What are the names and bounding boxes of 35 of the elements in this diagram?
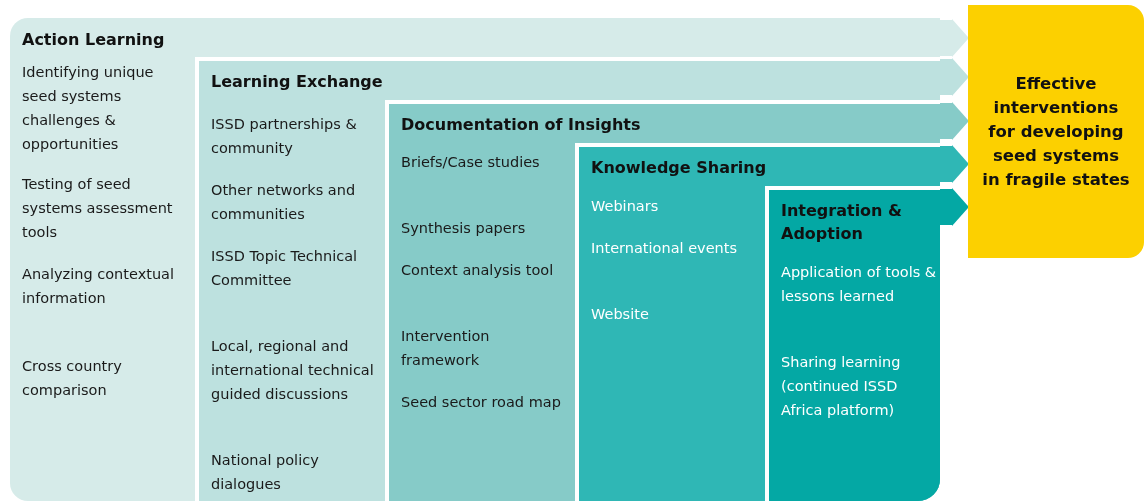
list-item: National policy dialogues bbox=[211, 451, 320, 494]
list-item: Application of tools & lessons learned bbox=[781, 263, 938, 306]
stage-panel bbox=[195, 57, 940, 501]
list-item: Seed sector road map bbox=[401, 393, 562, 412]
list-item: Identifying unique seed systems challenges & opportunities bbox=[22, 63, 155, 154]
stage-heading: Integration & Adoption bbox=[781, 200, 904, 245]
list-item: Website bbox=[591, 305, 650, 324]
list-item: Analyzing contextual information bbox=[22, 265, 175, 308]
list-item: ISSD partnerships & community bbox=[211, 115, 358, 158]
list-item: Sharing learning (continued ISSD Africa platform) bbox=[781, 353, 902, 420]
list-item: Other networks and communities bbox=[211, 181, 357, 224]
list-item: Context analysis tool bbox=[401, 261, 555, 280]
stage-panel bbox=[765, 186, 940, 501]
stage-heading: Knowledge Sharing bbox=[591, 157, 767, 179]
list-item: Briefs/Case studies bbox=[401, 153, 541, 172]
list-item: ISSD Topic Technical Committee bbox=[211, 247, 359, 290]
list-item: Synthesis papers bbox=[401, 219, 527, 238]
list-item: Cross country comparison bbox=[22, 357, 123, 400]
arrow bbox=[940, 188, 969, 226]
arrow bbox=[940, 102, 969, 140]
stage-panel bbox=[575, 143, 940, 501]
stage-panel bbox=[10, 18, 940, 501]
arrow bbox=[940, 58, 969, 96]
list-item: Intervention framework bbox=[401, 327, 491, 370]
arrow bbox=[940, 19, 969, 57]
stage-heading: Documentation of Insights bbox=[401, 114, 641, 136]
outcome-box: Effective interventions for developing seed systems in fragile states bbox=[968, 5, 1144, 258]
stage-heading: Action Learning bbox=[22, 29, 165, 51]
list-item: Testing of seed systems assessment tools bbox=[22, 175, 174, 242]
list-item: International events bbox=[591, 239, 738, 258]
list-item: Local, regional and international technical guided discussions bbox=[211, 337, 375, 404]
list-item: Webinars bbox=[591, 197, 660, 216]
stage-heading: Learning Exchange bbox=[211, 71, 383, 93]
arrow bbox=[940, 145, 969, 183]
stage-panel bbox=[385, 100, 940, 501]
